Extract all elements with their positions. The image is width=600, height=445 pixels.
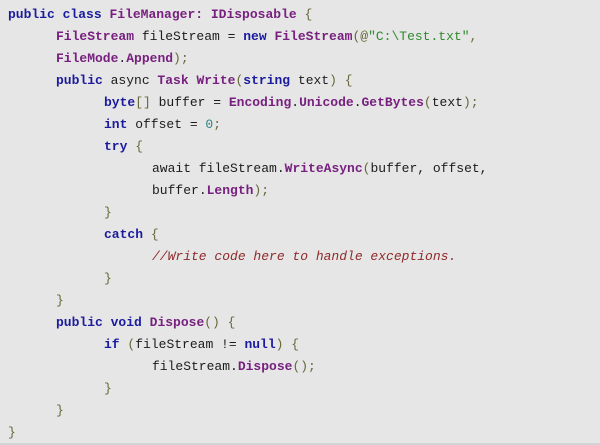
code-token-type: Length (206, 183, 254, 198)
code-token-type: Task (157, 73, 189, 88)
code-line: if (fileStream != null) { (8, 334, 600, 356)
code-line: buffer.Length); (8, 180, 600, 202)
code-token-punct: { (150, 227, 159, 242)
code-token-punct: (); (292, 359, 316, 374)
code-line: public class FileManager: IDisposable { (8, 4, 600, 26)
code-line: } (8, 378, 600, 400)
code-line: public void Dispose() { (8, 312, 600, 334)
code-token-keyword: try (104, 139, 128, 154)
code-token-punct: } (104, 271, 112, 286)
code-token-plain: async (102, 73, 158, 88)
code-token-plain: . (353, 95, 362, 110)
code-token-punct: } (104, 381, 112, 396)
code-token-keyword: string (243, 73, 291, 88)
code-line: catch { (8, 224, 600, 246)
code-token-plain: . (230, 359, 238, 374)
code-token-plain: fileStream (152, 359, 231, 374)
code-token-plain: buffer (152, 183, 199, 198)
code-token-punct: } (104, 205, 112, 220)
code-token-plain: offset = (127, 117, 206, 132)
code-line: byte[] buffer = Encoding.Unicode.GetByte… (8, 92, 600, 114)
code-line: FileStream fileStream = new FileStream(@… (8, 26, 600, 48)
code-line: //Write code here to handle exceptions. (8, 246, 600, 268)
code-token-plain (143, 227, 151, 242)
code-token-type: Unicode (299, 95, 354, 110)
code-token-plain: . (291, 95, 300, 110)
code-token-punct: () { (204, 315, 236, 330)
code-token-punct: { (135, 139, 144, 154)
code-token-plain: . (276, 161, 285, 176)
code-line: int offset = 0; (8, 114, 600, 136)
code-token-type: Encoding (228, 95, 292, 110)
code-token-punct: ); (173, 51, 189, 66)
code-line: try { (8, 136, 600, 158)
code-token-plain: fileStream != (135, 337, 245, 352)
code-token-keyword: catch (104, 227, 144, 242)
code-line: await fileStream.WriteAsync(buffer, offs… (8, 158, 600, 180)
code-line: } (8, 400, 600, 422)
code-token-keyword: int (104, 117, 128, 132)
code-token-keyword: public void (56, 315, 142, 330)
code-token-type: FileStream (274, 29, 353, 44)
code-token-punct: { (304, 7, 313, 22)
code-line: } (8, 422, 600, 443)
code-token-plain: text (290, 73, 330, 88)
code-line: } (8, 290, 600, 312)
code-token-type: FileManager: IDisposable (109, 7, 297, 22)
code-token-punct: } (56, 403, 64, 418)
code-token-keyword: new (243, 29, 267, 44)
code-token-keyword: public class (8, 7, 102, 22)
code-token-keyword: public (56, 73, 103, 88)
code-token-type: Dispose (149, 315, 205, 330)
code-token-punct: ( (423, 95, 432, 110)
code-token-number: 0 (205, 117, 214, 132)
code-token-plain: fileStream = (134, 29, 244, 44)
code-token-punct: ( (127, 337, 136, 352)
code-token-punct: ); (462, 95, 479, 110)
code-token-punct: , (469, 29, 478, 44)
code-token-keyword: byte (104, 95, 136, 110)
code-token-punct: ( (362, 161, 371, 176)
code-token-keyword: null (244, 337, 276, 352)
code-line: } (8, 268, 600, 290)
code-token-punct: ) { (275, 337, 300, 352)
code-line: public async Task Write(string text) { (8, 70, 600, 92)
code-line: fileStream.Dispose(); (8, 356, 600, 378)
code-token-comment: //Write code here to handle exceptions. (152, 249, 457, 264)
code-token-punct: (@ (352, 29, 369, 44)
code-token-type: FileStream (56, 29, 135, 44)
code-token-punct: ; (213, 117, 222, 132)
code-token-plain: await fileStream (152, 161, 277, 176)
code-line: FileMode.Append); (8, 48, 600, 70)
code-token-type: FileMode (56, 51, 119, 66)
code-token-plain: buffer, offset, (370, 161, 488, 176)
code-token-type: Append (126, 51, 174, 66)
code-token-punct: [] (135, 95, 151, 110)
code-token-plain: . (118, 51, 127, 66)
code-token-plain: . (198, 183, 207, 198)
code-token-punct: ) { (329, 73, 353, 88)
code-token-plain: text (431, 95, 463, 110)
code-token-type: Dispose (237, 359, 293, 374)
code-token-punct: ( (235, 73, 244, 88)
code-token-string: "C:\Test.txt" (368, 29, 470, 44)
code-token-plain: buffer = (150, 95, 229, 110)
code-token-keyword: if (104, 337, 120, 352)
code-line: } (8, 202, 600, 224)
code-token-type: Write (196, 73, 236, 88)
code-token-punct: ); (253, 183, 270, 198)
code-token-type: GetBytes (361, 95, 424, 110)
code-token-punct: } (56, 293, 64, 308)
code-token-punct: } (8, 425, 16, 440)
code-token-type: WriteAsync (284, 161, 363, 176)
code-token-plain (142, 315, 150, 330)
